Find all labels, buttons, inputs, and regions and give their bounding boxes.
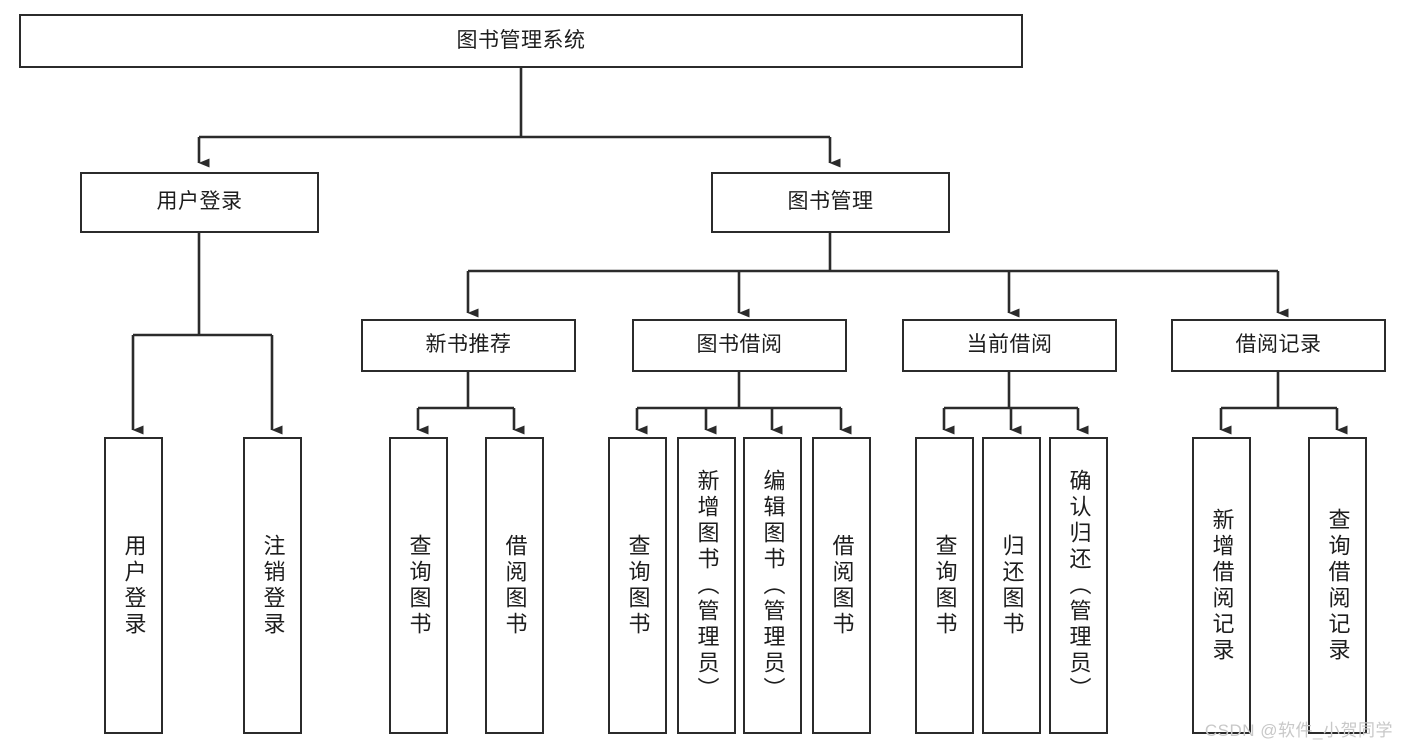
- node-book-borrow[interactable]: 图书借阅: [632, 319, 847, 372]
- node-user-login[interactable]: 用户登录: [80, 172, 319, 233]
- node-leaf-borrow-book-2-label: 借阅图书: [829, 533, 855, 638]
- node-leaf-add-book-label: 新增图书（管理员）: [694, 468, 720, 703]
- node-current-borrow-label: 当前借阅: [966, 333, 1053, 357]
- node-leaf-logout-login[interactable]: 注销登录: [243, 437, 302, 734]
- node-leaf-add-record-label: 新增借阅记录: [1209, 507, 1235, 664]
- node-borrow-record-label: 借阅记录: [1235, 333, 1322, 357]
- node-leaf-confirm-return[interactable]: 确认归还（管理员）: [1049, 437, 1108, 734]
- node-leaf-confirm-return-label: 确认归还（管理员）: [1066, 468, 1092, 703]
- node-leaf-query-book-2[interactable]: 查询图书: [608, 437, 667, 734]
- node-current-borrow[interactable]: 当前借阅: [902, 319, 1117, 372]
- node-leaf-add-book[interactable]: 新增图书（管理员）: [677, 437, 736, 734]
- node-leaf-edit-book[interactable]: 编辑图书（管理员）: [743, 437, 802, 734]
- node-root-label: 图书管理系统: [456, 28, 586, 52]
- node-leaf-return-book-label: 归还图书: [999, 533, 1025, 638]
- csdn-watermark: CSDN @软件_小贺同学: [1204, 721, 1393, 740]
- node-leaf-return-book[interactable]: 归还图书: [982, 437, 1041, 734]
- node-root[interactable]: 图书管理系统: [19, 14, 1023, 68]
- node-leaf-user-login-label: 用户登录: [121, 533, 147, 638]
- node-leaf-user-login[interactable]: 用户登录: [104, 437, 163, 734]
- node-leaf-borrow-book-2[interactable]: 借阅图书: [812, 437, 871, 734]
- node-leaf-query-book-3[interactable]: 查询图书: [915, 437, 974, 734]
- node-book-borrow-label: 图书借阅: [696, 333, 783, 357]
- node-leaf-add-record[interactable]: 新增借阅记录: [1192, 437, 1251, 734]
- node-leaf-borrow-book-1[interactable]: 借阅图书: [485, 437, 544, 734]
- node-borrow-record[interactable]: 借阅记录: [1171, 319, 1386, 372]
- node-leaf-query-book-2-label: 查询图书: [625, 533, 651, 638]
- node-leaf-query-book-1-label: 查询图书: [406, 533, 432, 638]
- node-leaf-query-book-1[interactable]: 查询图书: [389, 437, 448, 734]
- node-leaf-borrow-book-1-label: 借阅图书: [502, 533, 528, 638]
- node-leaf-query-record-label: 查询借阅记录: [1325, 507, 1351, 664]
- node-new-book-recommend[interactable]: 新书推荐: [361, 319, 576, 372]
- node-leaf-edit-book-label: 编辑图书（管理员）: [760, 468, 786, 703]
- node-book-manage-label: 图书管理: [787, 190, 874, 214]
- node-leaf-query-record[interactable]: 查询借阅记录: [1308, 437, 1367, 734]
- node-book-manage[interactable]: 图书管理: [711, 172, 950, 233]
- node-new-book-recommend-label: 新书推荐: [425, 333, 512, 357]
- node-leaf-query-book-3-label: 查询图书: [932, 533, 958, 638]
- node-user-login-label: 用户登录: [156, 190, 243, 214]
- node-leaf-logout-login-label: 注销登录: [260, 533, 286, 638]
